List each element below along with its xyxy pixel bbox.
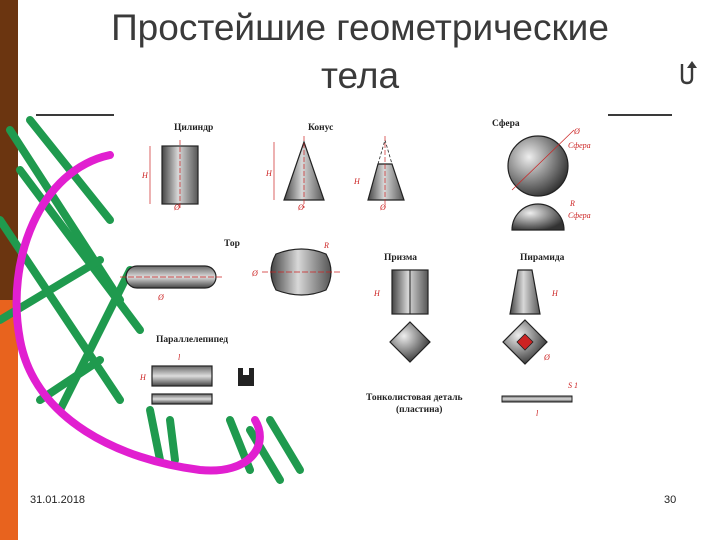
hemisphere-radius-label: R: [569, 199, 575, 208]
thin-part-label-1: Тонколистовая деталь: [366, 393, 463, 403]
hemisphere-note-label: Сферa: [568, 211, 591, 220]
thin-part-label-2: (пластина): [396, 404, 442, 415]
torus-label: Тор: [224, 239, 240, 249]
slide-date: 31.01.2018: [30, 494, 86, 506]
cone-diameter-label: Ø: [297, 203, 305, 212]
sphere-diameter-label: Ø: [573, 127, 581, 136]
title-line-2: тела: [320, 55, 400, 96]
parallelepiped-length-label: l: [178, 353, 181, 362]
thin-part-thickness-label: S 1: [568, 381, 578, 390]
thin-part-shape: [501, 395, 573, 403]
pyramid-label: Пирамида: [520, 253, 565, 263]
cone-label: Конус: [308, 123, 333, 133]
decorative-strokes: [0, 116, 304, 484]
prism-height-label: H: [373, 289, 381, 298]
title-underline-left: [36, 114, 114, 116]
title-underline-right: [608, 114, 672, 116]
cylinder-height-label: H: [141, 171, 149, 180]
sphere-label: Сфера: [492, 118, 520, 129]
sphere-note-label: Сферa: [568, 141, 591, 150]
slide-page-number: 30: [664, 494, 677, 506]
torus-diameter-label: Ø: [157, 293, 165, 302]
parallelepiped-height-label: H: [139, 373, 147, 382]
cylinder-label: Цилиндр: [174, 123, 213, 133]
torus-radius-label: R: [323, 241, 329, 250]
thin-part-length-label: l: [536, 409, 539, 418]
parallelepiped-front-shape: [151, 365, 213, 387]
cone-height-label: H: [265, 169, 273, 178]
prism-top-shape: [389, 321, 431, 363]
pyramid-height-label: H: [551, 289, 559, 298]
truncated-cone-diameter-label: Ø: [379, 203, 387, 212]
cylinder-diameter-label: Ø: [173, 203, 181, 212]
hemisphere-shape: [511, 203, 565, 231]
truncated-cone-shape: [367, 163, 405, 201]
title-line-1: Простейшие геометрические: [111, 7, 609, 48]
parallelepiped-top-shape: [151, 393, 213, 405]
prism-label: Призма: [384, 253, 417, 263]
truncated-cone-height-label: H: [353, 177, 361, 186]
pyramid-diameter-label: Ø: [543, 353, 551, 362]
torus-front-shape: [270, 248, 332, 296]
parallelepiped-side-shape: [238, 368, 254, 386]
torus-front-diameter-label: Ø: [251, 269, 259, 278]
geometric-bodies-drawing: Цилиндр H Ø Конус H Ø H Ø Сфера Ø Сферa …: [120, 118, 591, 418]
slide-title: Простейшие геометрические тела: [40, 4, 680, 100]
pyramid-front-shape: [509, 269, 541, 315]
return-arrow-icon[interactable]: [678, 58, 702, 86]
parallelepiped-label: Параллелепипед: [156, 335, 228, 345]
sphere-shape: [507, 135, 569, 197]
